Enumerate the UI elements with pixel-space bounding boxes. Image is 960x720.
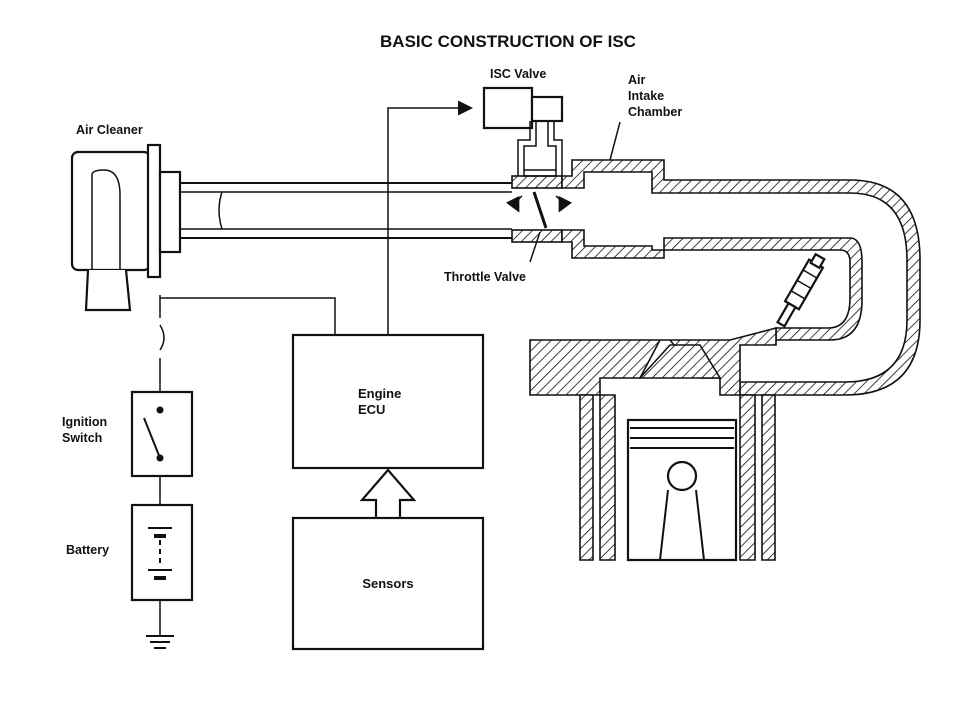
- air-duct: [180, 182, 512, 239]
- sensors-label: Sensors: [362, 576, 413, 591]
- ignition-switch-label: Ignition Switch: [62, 415, 111, 445]
- engine-cylinder: [529, 326, 777, 562]
- engine-ecu-label: Engine ECU: [358, 386, 405, 417]
- sensors-box: [291, 516, 485, 651]
- piston-pin: [666, 460, 698, 492]
- fuel-injector: [776, 252, 826, 328]
- ignition-switch: [130, 390, 194, 478]
- throttle-valve-label: Throttle Valve: [444, 270, 526, 284]
- signal-arrow: [359, 468, 417, 522]
- battery-label: Battery: [66, 543, 109, 557]
- air-cleaner: [70, 143, 182, 312]
- diagram-title: BASIC CONSTRUCTION OF ISC: [380, 32, 636, 51]
- battery: [130, 503, 194, 602]
- isc-valve-label: ISC Valve: [490, 67, 546, 81]
- air-cleaner-label: Air Cleaner: [76, 123, 143, 137]
- engine-ecu-box: [291, 333, 485, 470]
- throttle-plate: [532, 191, 548, 229]
- wiring: [146, 100, 473, 649]
- air-intake-chamber-label: Air Intake Chamber: [628, 73, 682, 119]
- isc-valve: [482, 86, 564, 177]
- throttle-body: [505, 175, 573, 243]
- fuse: [159, 324, 165, 351]
